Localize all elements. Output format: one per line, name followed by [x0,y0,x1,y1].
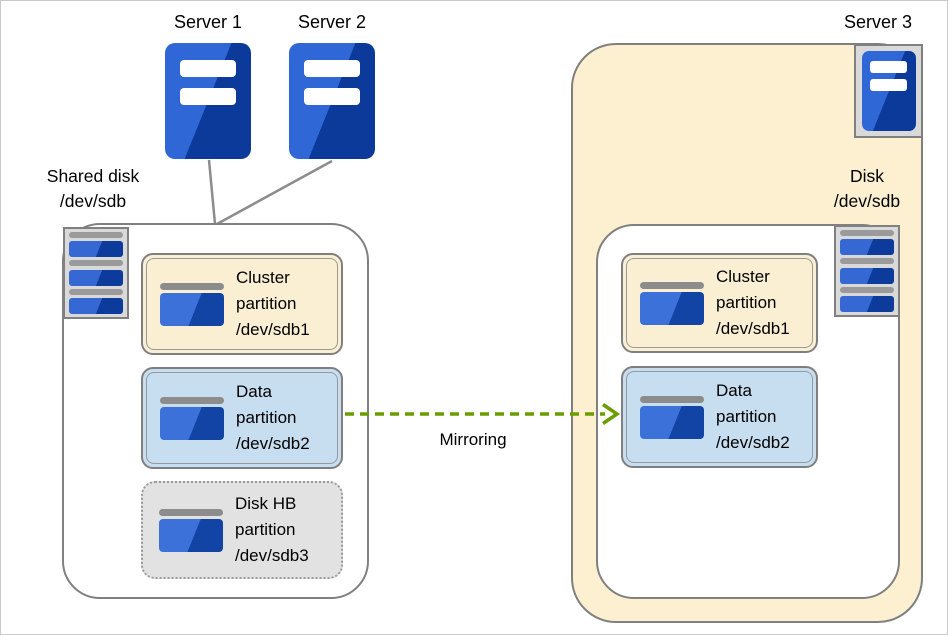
left-cluster-partition-box: Cluster partition /dev/sdb1 [141,253,343,355]
partition-label: Data partition /dev/sdb2 [716,378,790,456]
disk-label: Disk /dev/sdb [792,164,942,214]
server1-label: Server 1 [173,12,243,32]
shared-disk-array-icon [63,227,129,319]
drive-icon [159,508,223,552]
shared-disk-label-line1: Shared disk [46,166,140,186]
partition-label-line: /dev/sdb1 [236,320,310,339]
partition-label-line: /dev/sdb1 [716,319,790,338]
partition-label: Cluster partition /dev/sdb1 [236,265,310,343]
left-diskhb-partition-box: Disk HB partition /dev/sdb3 [141,481,343,579]
drive-cap [640,395,704,403]
partition-box-inner: Cluster partition /dev/sdb1 [146,258,338,350]
right-cluster-partition-box: Cluster partition /dev/sdb1 [621,253,818,353]
partition-label: Cluster partition /dev/sdb1 [716,264,790,342]
partition-label: Data partition /dev/sdb2 [236,379,310,457]
partition-label-line: /dev/sdb2 [236,434,310,453]
server2-icon [289,43,375,159]
partition-label-line: /dev/sdb3 [235,546,309,565]
partition-box-inner: Data partition /dev/sdb2 [146,372,338,464]
drive-cap [160,282,224,290]
drive-body [159,518,223,552]
partition-box-inner: Cluster partition /dev/sdb1 [626,258,813,348]
disk-drive-bar [69,269,123,286]
disk-drive-bar [69,297,123,314]
disk-divider-bar [69,232,123,238]
partition-label-line: Disk HB [235,494,297,513]
server-slot-bar [180,60,236,77]
partition-label-line: Cluster [716,267,770,286]
partition-label-line: partition [716,293,777,312]
drive-body [640,405,704,439]
disk-drive-bar [840,239,894,256]
shared-disk-label-line2: /dev/sdb [59,191,127,211]
server3-icon-frame [854,44,923,138]
partition-label-line: Cluster [236,268,290,287]
drive-body [640,291,704,325]
server3-icon [861,51,916,131]
server2-label: Server 2 [297,12,367,32]
drive-icon [640,395,704,439]
server-slot-bar [180,88,236,105]
disk-drive-bar [69,241,123,258]
mirroring-label: Mirroring [439,430,507,449]
drive-icon [160,282,224,326]
partition-box-inner: Disk HB partition /dev/sdb3 [146,486,338,574]
disk-drive-bar [840,295,894,312]
disk-divider-bar [840,230,894,236]
server-slot-bar [304,88,360,105]
disk-label-line1: Disk [849,166,885,186]
partition-label-line: Data [236,382,272,401]
drive-cap [160,396,224,404]
drive-icon [640,281,704,325]
drive-cap [159,508,223,516]
disk-label-line2: /dev/sdb [833,191,901,211]
server-slot-bar [869,79,907,91]
server3-label: Server 3 [843,12,913,32]
server-slot-bar [304,60,360,77]
partition-box-inner: Data partition /dev/sdb2 [626,371,813,463]
partition-label-line: partition [716,407,777,426]
partition-label-line: Data [716,381,752,400]
mirror-disk-array-icon [834,225,900,317]
drive-cap [640,281,704,289]
disk-divider-bar [840,258,894,265]
partition-label-line: /dev/sdb2 [716,433,790,452]
shared-disk-label: Shared disk /dev/sdb [18,164,168,214]
right-data-partition-box: Data partition /dev/sdb2 [621,366,818,468]
disk-divider-bar [840,286,894,293]
partition-label: Disk HB partition /dev/sdb3 [235,491,309,569]
drive-body [160,406,224,440]
disk-divider-bar [69,260,123,267]
server1-icon [165,43,251,159]
drive-body [160,292,224,326]
partition-label-line: partition [236,294,297,313]
server-slot-bar [869,61,907,73]
server2-connector-line [216,159,333,226]
disk-drive-bar [840,267,894,284]
partition-label-line: partition [235,520,296,539]
left-data-partition-box: Data partition /dev/sdb2 [141,367,343,469]
disk-divider-bar [69,288,123,295]
server1-connector-line [207,159,217,225]
partition-label-line: partition [236,408,297,427]
drive-icon [160,396,224,440]
